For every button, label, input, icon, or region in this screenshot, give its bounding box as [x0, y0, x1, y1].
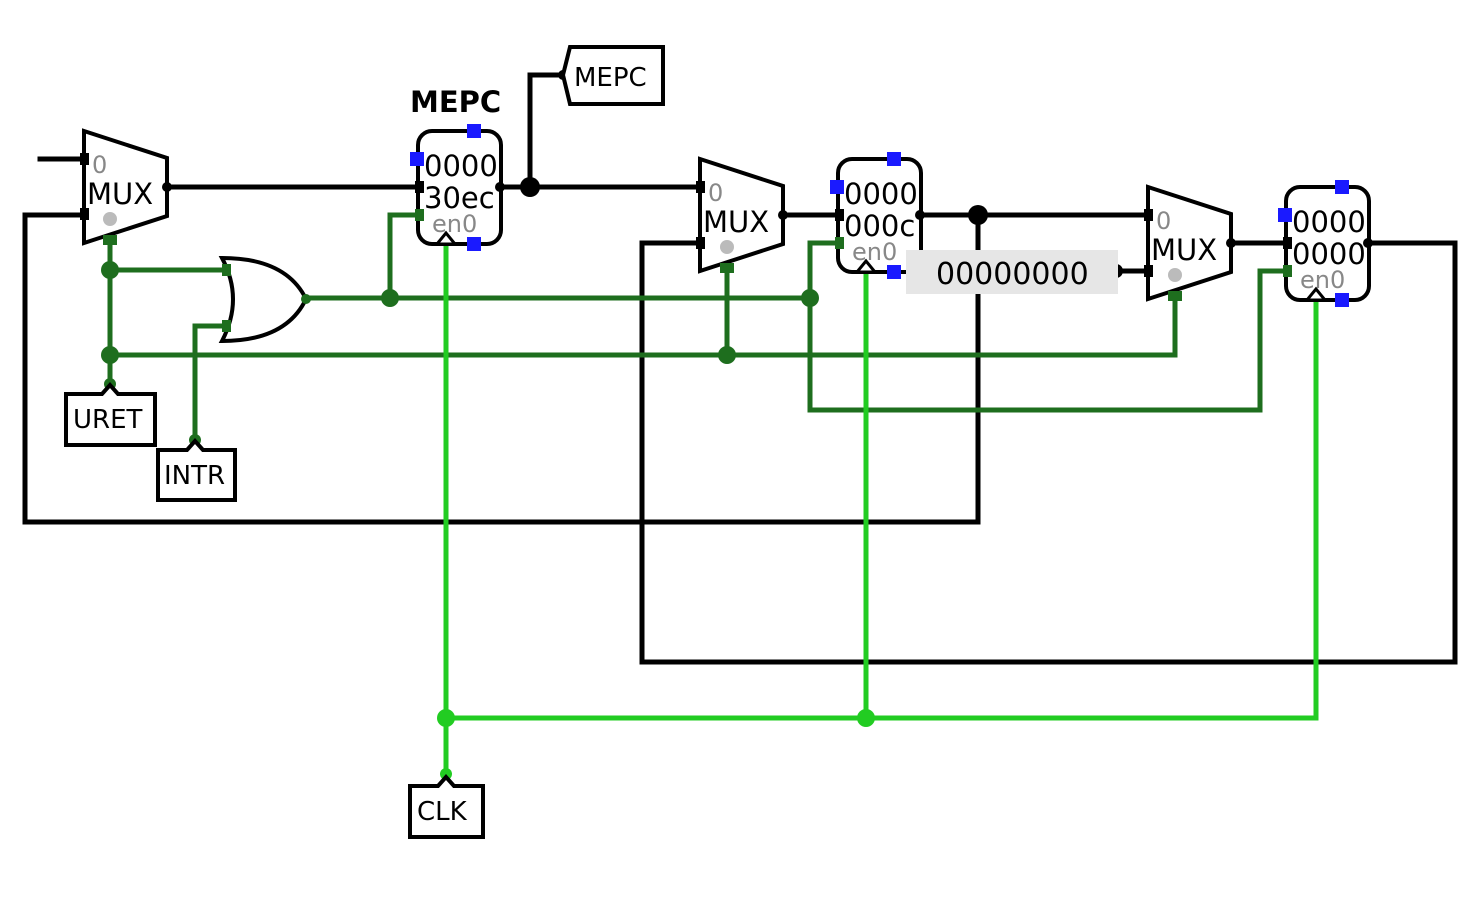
- wire-uret-to-mux-selects: [107, 291, 1178, 358]
- register-enable-label: en0: [432, 210, 477, 238]
- pin-label: INTR: [164, 461, 225, 491]
- constant-value: 00000000: [936, 257, 1089, 292]
- junction-dot: [101, 346, 119, 364]
- register-value-high: 0000: [424, 149, 498, 183]
- wire-or-to-reg2-enable: [807, 240, 843, 413]
- intr-input-pin[interactable]: INTR: [156, 437, 237, 502]
- mux-1[interactable]: 0 MUX: [80, 128, 172, 246]
- port: [887, 152, 901, 166]
- data-wires: [22, 72, 1458, 665]
- junction-dot: [520, 177, 540, 197]
- mux-2[interactable]: 0 MUX: [696, 156, 788, 274]
- wire-feedback-reg3-to-mux2: [639, 240, 1458, 665]
- wire-intr-to-or: [192, 323, 231, 443]
- wire-feedback-reg2-to-mux1: [22, 212, 981, 525]
- uret-input-pin[interactable]: URET: [64, 381, 157, 447]
- register-value-low: 0000: [1292, 237, 1366, 271]
- pin-label: CLK: [417, 797, 468, 827]
- junction-dot: [101, 261, 119, 279]
- or-gate[interactable]: [218, 255, 311, 344]
- junction-dot: [437, 709, 455, 727]
- port: [410, 152, 424, 166]
- wire-reg1-to-mepc-pin: [527, 72, 566, 190]
- mux-label: MUX: [703, 205, 769, 239]
- junction-dot: [801, 289, 819, 307]
- pin-label: MEPC: [574, 63, 647, 93]
- junction-dot: [857, 709, 875, 727]
- mux-select-label: 0: [92, 151, 107, 179]
- mux-label: MUX: [87, 177, 153, 211]
- register-1[interactable]: 0000 30ec en0: [410, 124, 505, 251]
- junction-dot: [968, 205, 988, 225]
- port: [1335, 293, 1349, 307]
- junctions: [101, 70, 1123, 780]
- junction-dot: [381, 289, 399, 307]
- wire-or-to-reg1-enable: [387, 212, 425, 301]
- mux-label: MUX: [1151, 233, 1217, 267]
- port: [467, 237, 481, 251]
- port: [1335, 180, 1349, 194]
- register-value-low: 000c: [844, 209, 915, 243]
- clock-wires: [443, 243, 1319, 778]
- register-title: MEPC: [410, 85, 501, 119]
- pin-label: URET: [73, 405, 143, 435]
- junction-dot: [718, 346, 736, 364]
- constant-zero[interactable]: 00000000: [906, 250, 1118, 294]
- port: [467, 124, 481, 138]
- wire-clk-bus: [443, 299, 1319, 721]
- port: [830, 180, 844, 194]
- wire-or-to-reg3-enable: [807, 268, 1291, 413]
- clk-input-pin[interactable]: CLK: [408, 773, 485, 839]
- register-value-high: 0000: [1292, 205, 1366, 239]
- register-enable-label: en0: [1300, 266, 1345, 294]
- register-3[interactable]: 0000 0000 en0: [1278, 180, 1373, 307]
- mux-select-label: 0: [1156, 207, 1171, 235]
- port: [887, 265, 901, 279]
- register-value-high: 0000: [844, 177, 918, 211]
- mux-select-label: 0: [708, 179, 723, 207]
- mepc-output-pin[interactable]: MEPC: [560, 45, 665, 106]
- port: [1278, 208, 1292, 222]
- mux-3[interactable]: 0 MUX: [1144, 184, 1236, 302]
- register-value-low: 30ec: [424, 181, 495, 215]
- register-2[interactable]: 0000 000c en0: [830, 152, 925, 279]
- register-enable-label: en0: [852, 238, 897, 266]
